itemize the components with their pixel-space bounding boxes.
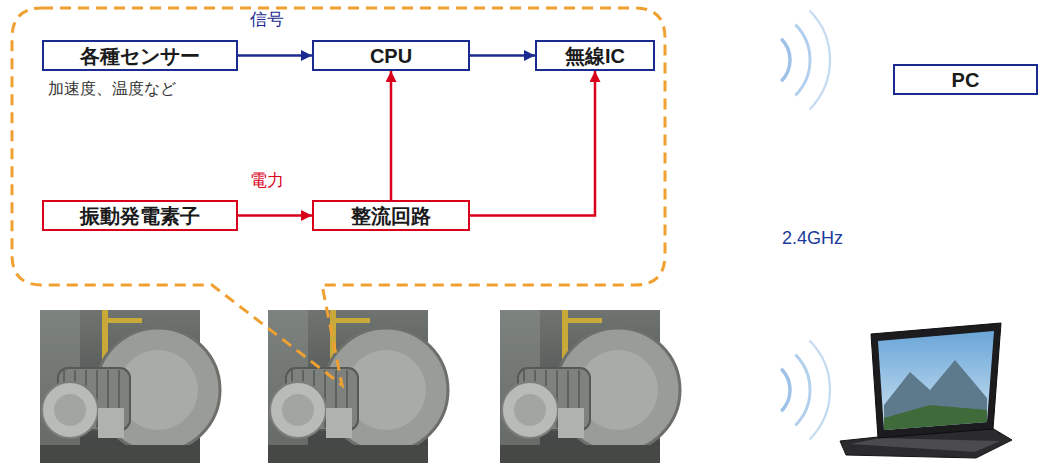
box-label: PC [952, 69, 980, 91]
rectifier-box: 整流回路 [312, 200, 470, 231]
wave-arc [781, 369, 790, 411]
power-arrow [470, 71, 595, 216]
box-label: 振動発電素子 [80, 205, 200, 227]
laptop-picture [840, 323, 1012, 458]
edge-label: 電力 [250, 171, 284, 191]
wave-arc [795, 25, 810, 96]
wave-arc [795, 355, 810, 426]
edge-label: 信号 [250, 10, 284, 30]
sensor-note: 加速度、温度など [48, 80, 176, 98]
callout-bubble [12, 8, 665, 385]
wave-arc [809, 11, 830, 110]
radio-ic-box: 無線IC [535, 40, 655, 71]
box-label: 無線IC [565, 45, 625, 67]
signal-arrow [470, 54, 535, 57]
motor-photos [40, 310, 680, 463]
motor-photo [40, 310, 220, 463]
pc-box: PC [893, 64, 1038, 95]
motor-photo [268, 310, 448, 463]
cpu-box: CPU [312, 40, 470, 71]
sensor-box: 各種センサー [42, 40, 238, 71]
frequency-label: 2.4GHz [782, 228, 843, 249]
motor-photo [500, 310, 680, 463]
radio-waves [781, 11, 830, 440]
box-label: CPU [370, 45, 412, 67]
box-label: 整流回路 [351, 205, 431, 227]
power-arrow [238, 214, 312, 217]
power-arrow [390, 71, 393, 200]
generator-box: 振動発電素子 [42, 200, 238, 231]
signal-arrow [238, 54, 312, 57]
wave-arc [809, 341, 830, 440]
wave-arc [781, 39, 790, 81]
box-label: 各種センサー [80, 45, 200, 67]
